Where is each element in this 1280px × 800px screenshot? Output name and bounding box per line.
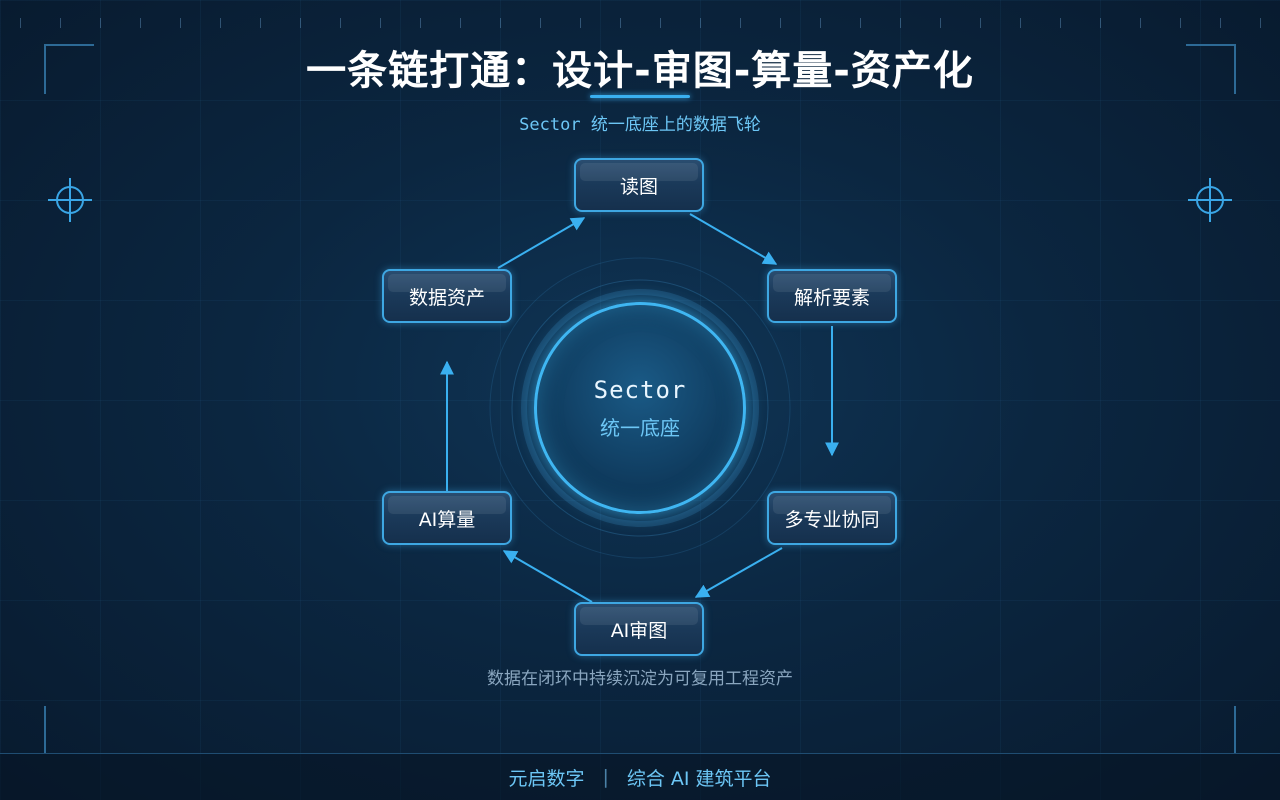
page-subtitle: Sector 统一底座上的数据飞轮: [519, 115, 761, 135]
node-parse: 解析要素: [767, 269, 897, 323]
arrow-collab-to-review: [694, 547, 783, 598]
crosshair-icon: [1188, 178, 1232, 222]
node-label: 数据资产: [408, 286, 485, 309]
hub-ring-middle: [511, 279, 769, 537]
title-underline: [590, 95, 690, 98]
hub-title: Sector: [593, 375, 687, 404]
arrow-asset-to-read: [497, 217, 586, 269]
arrow-read-to-parse: [689, 213, 778, 265]
footer-brand: 元启数字: [508, 767, 585, 790]
node-review: AI审图: [574, 602, 704, 656]
node-label: 多专业协同: [784, 508, 880, 531]
footer-tagline: 综合 AI 建筑平台: [626, 767, 772, 790]
diagram-caption: 数据在闭环中持续沉淀为可复用工程资产: [487, 669, 793, 689]
node-calc: AI算量: [382, 491, 512, 545]
corner-bracket-top-left: [44, 44, 94, 94]
hub-subtitle: 统一底座: [600, 415, 680, 440]
hub-ring-inner: [521, 289, 759, 527]
node-label: AI算量: [418, 508, 476, 531]
corner-bracket-top-right: [1186, 44, 1236, 94]
node-label: AI审图: [610, 619, 668, 642]
arrow-review-to-calc: [502, 550, 593, 603]
hub-circle: Sector 统一底座: [534, 302, 746, 514]
node-collab: 多专业协同: [767, 491, 897, 545]
footer-separator: |: [602, 766, 609, 788]
corner-bracket-bottom-left: [44, 706, 94, 754]
corner-bracket-bottom-right: [1186, 706, 1236, 754]
footer-bar: 元启数字 | 综合 AI 建筑平台: [0, 753, 1280, 800]
top-ruler: [0, 18, 1280, 28]
crosshair-icon: [48, 178, 92, 222]
node-label: 读图: [619, 175, 658, 198]
node-read: 读图: [574, 158, 704, 212]
node-label: 解析要素: [793, 286, 870, 309]
hub-ring-outer: [489, 257, 791, 559]
page-title: 一条链打通：设计-审图-算量-资产化: [306, 48, 974, 94]
node-asset: 数据资产: [382, 269, 512, 323]
